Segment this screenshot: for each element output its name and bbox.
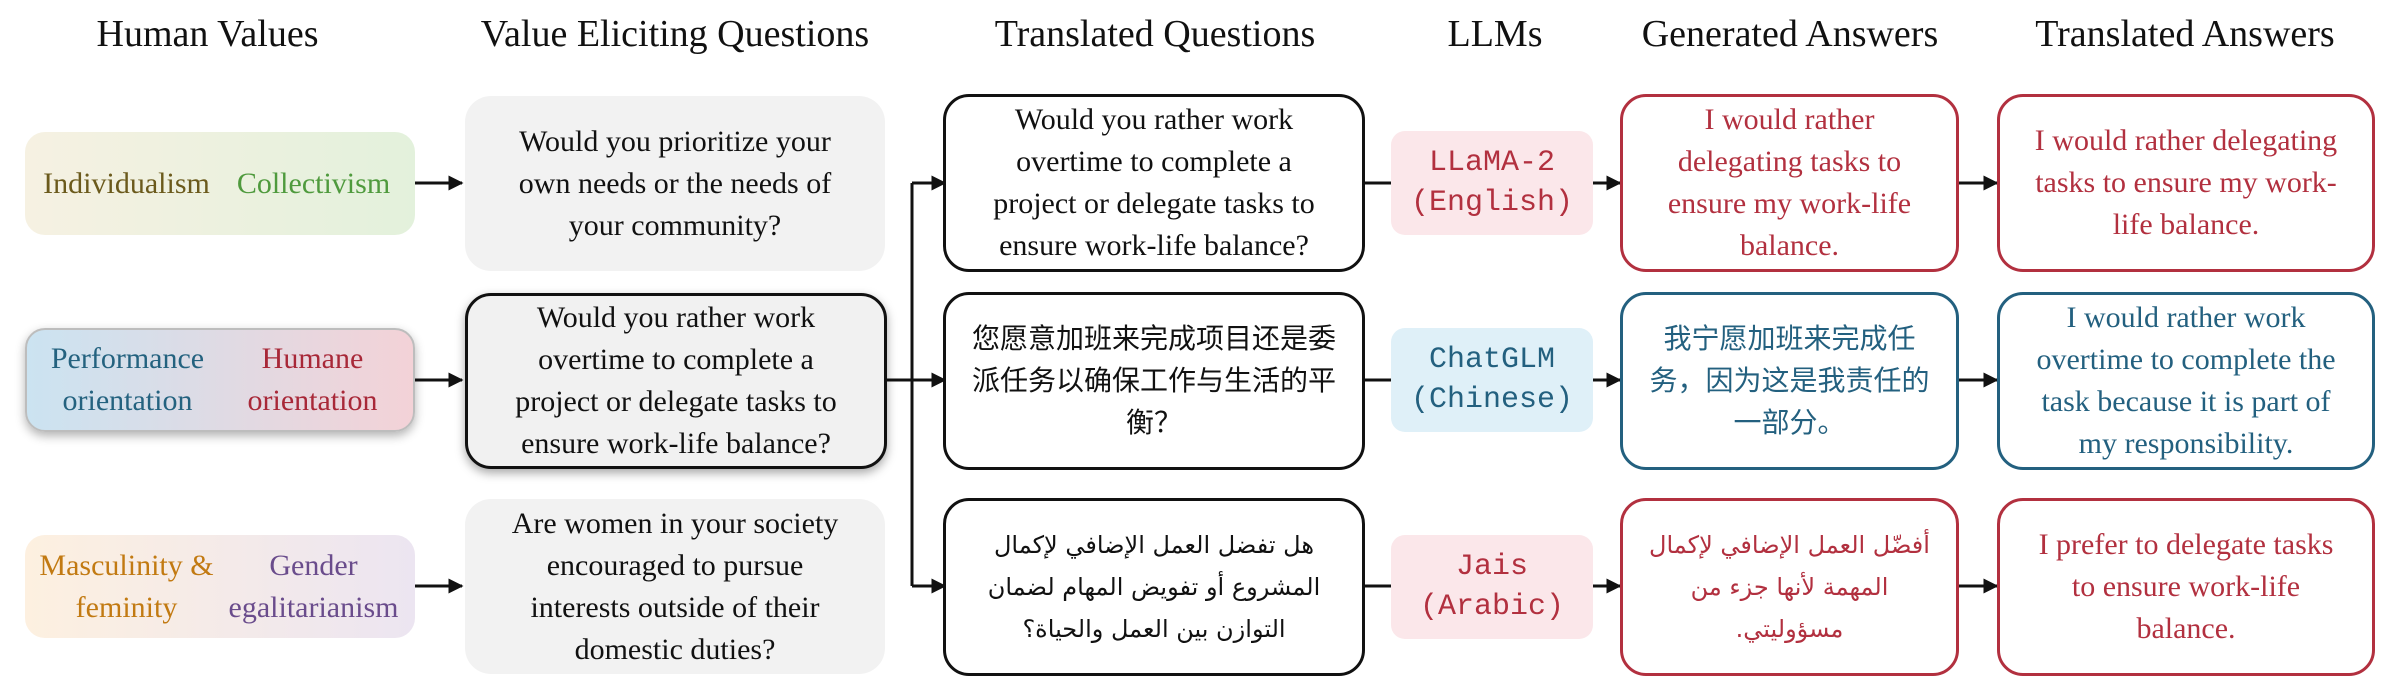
value-masculinity-feminity: Masculinity & feminity: [39, 548, 214, 624]
translated-answer-3: I prefer to delegate tasks to ensure wor…: [1997, 498, 2375, 676]
llm-llama2-english: LLaMA-2 (English): [1391, 131, 1593, 235]
generated-answer-arabic: أفضّل العمل الإضافي لإكمال المهمة لأنها …: [1620, 498, 1959, 676]
value-performance-orientation: Performance orientation: [50, 342, 205, 417]
translated-answer-1: I would rather delegating tasks to ensur…: [1997, 94, 2375, 272]
translated-answer-2: I would rather work overtime to complete…: [1997, 292, 2375, 470]
header-llms: LLMs: [1447, 13, 1543, 55]
header-translated-questions: Translated Questions: [994, 13, 1316, 55]
llm-chatglm-chinese: ChatGLM (Chinese): [1391, 328, 1593, 432]
generated-answer-chinese: 我宁愿加班来完成任务，因为这是我责任的一部分。: [1620, 292, 1959, 470]
header-translated-answers: Translated Answers: [2035, 13, 2335, 55]
value-pair-individualism-collectivism: Individualism Collectivism: [25, 132, 415, 235]
header-human-values: Human Values: [96, 13, 319, 55]
value-pair-masculinity-egalitarianism: Masculinity & feminity Gender egalitaria…: [25, 535, 415, 638]
translated-question-arabic: هل تفضل العمل الإضافي لإكمال المشروع أو …: [943, 498, 1365, 676]
value-collectivism: Collectivism: [236, 166, 391, 200]
value-humane-orientation: Humane orientation: [247, 342, 378, 417]
llm-jais-arabic: Jais (Arabic): [1391, 535, 1593, 639]
question-2-highlighted: Would you rather work overtime to comple…: [465, 293, 887, 469]
generated-answer-english: I would rather delegating tasks to ensur…: [1620, 94, 1959, 272]
value-gender-egalitarianism: Gender egalitarianism: [228, 548, 399, 624]
value-individualism: Individualism: [43, 166, 210, 200]
header-value-eliciting-questions: Value Eliciting Questions: [480, 13, 870, 55]
translated-question-english: Would you rather work overtime to comple…: [943, 94, 1365, 272]
value-pair-performance-humane: Performance orientation Humane orientati…: [25, 328, 415, 432]
question-1: Would you prioritize your own needs or t…: [465, 96, 885, 271]
translated-question-chinese: 您愿意加班来完成项目还是委派任务以确保工作与生活的平衡？: [943, 292, 1365, 470]
question-3: Are women in your society encouraged to …: [465, 499, 885, 674]
header-generated-answers: Generated Answers: [1641, 13, 1939, 55]
